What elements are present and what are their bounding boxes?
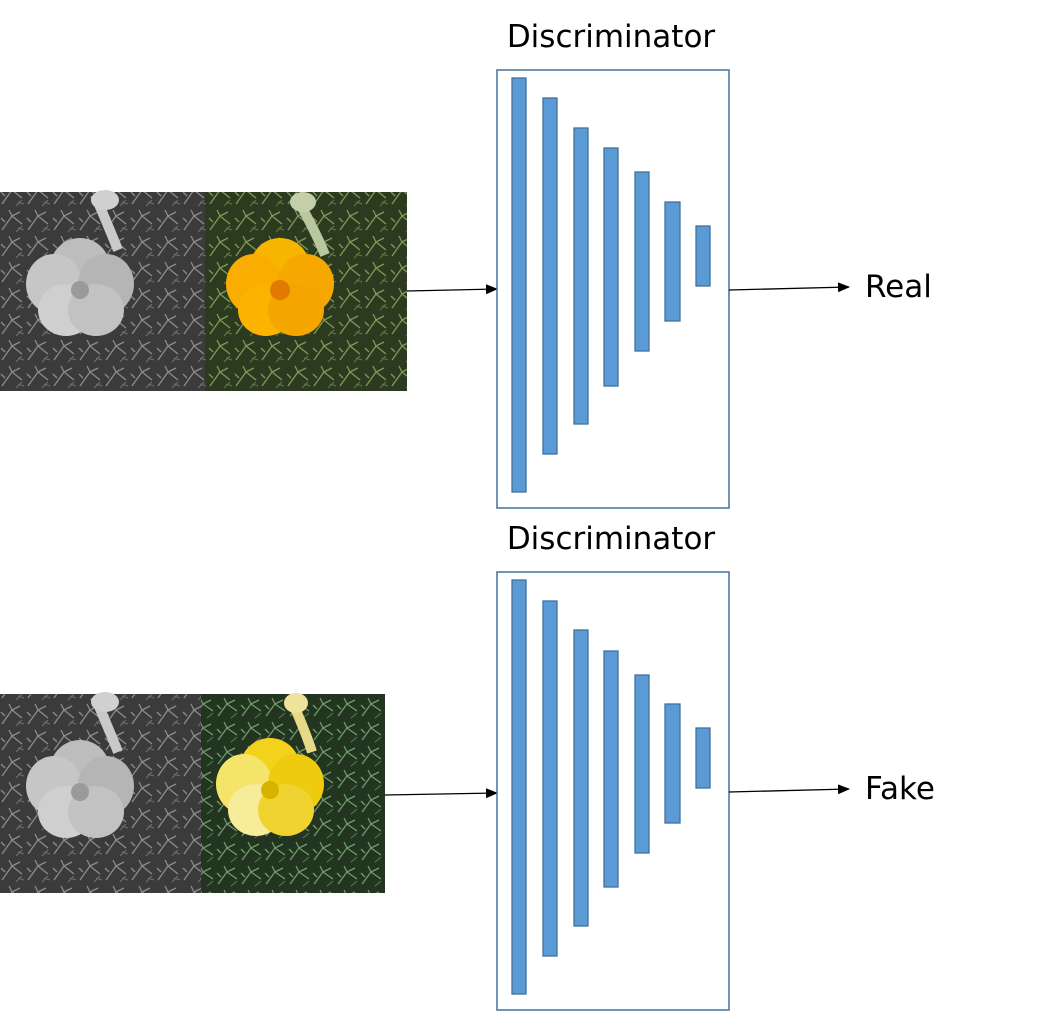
conv-layer-7 xyxy=(695,225,711,287)
output-arrow-real xyxy=(728,282,850,293)
conv-layer-1 xyxy=(511,579,527,995)
discriminator-block-fake xyxy=(496,571,730,1011)
conv-layer-2 xyxy=(542,600,558,957)
conv-layer-3 xyxy=(573,127,589,425)
output-label-fake: Fake xyxy=(865,771,935,807)
conv-layer-4 xyxy=(603,147,619,387)
row-fake: Discriminator Fake xyxy=(0,521,935,1011)
discriminator-block-real xyxy=(496,69,730,509)
output-arrow-fake xyxy=(728,784,850,795)
input-image-pair-fake xyxy=(0,692,385,893)
conv-layer-6 xyxy=(664,201,681,322)
conv-layer-5 xyxy=(634,674,650,854)
conv-layer-7 xyxy=(695,727,711,789)
grayscale-input-image xyxy=(0,190,205,391)
conv-layer-3 xyxy=(573,629,589,927)
discriminator-title: Discriminator xyxy=(507,521,716,557)
conv-layer-6 xyxy=(664,703,681,824)
color-fake-image xyxy=(201,693,385,893)
conv-layer-5 xyxy=(634,171,650,352)
grayscale-input-image xyxy=(0,692,201,893)
conv-layer-1 xyxy=(511,77,527,493)
output-label-real: Real xyxy=(865,269,932,305)
input-arrow-fake xyxy=(384,788,498,799)
row-real: Discriminator Real xyxy=(0,19,932,509)
input-image-pair-real xyxy=(0,190,407,391)
color-real-image xyxy=(205,192,407,391)
conv-layer-4 xyxy=(603,650,619,888)
discriminator-title: Discriminator xyxy=(507,19,716,55)
conv-layer-2 xyxy=(542,97,558,455)
input-arrow-real xyxy=(406,284,498,295)
